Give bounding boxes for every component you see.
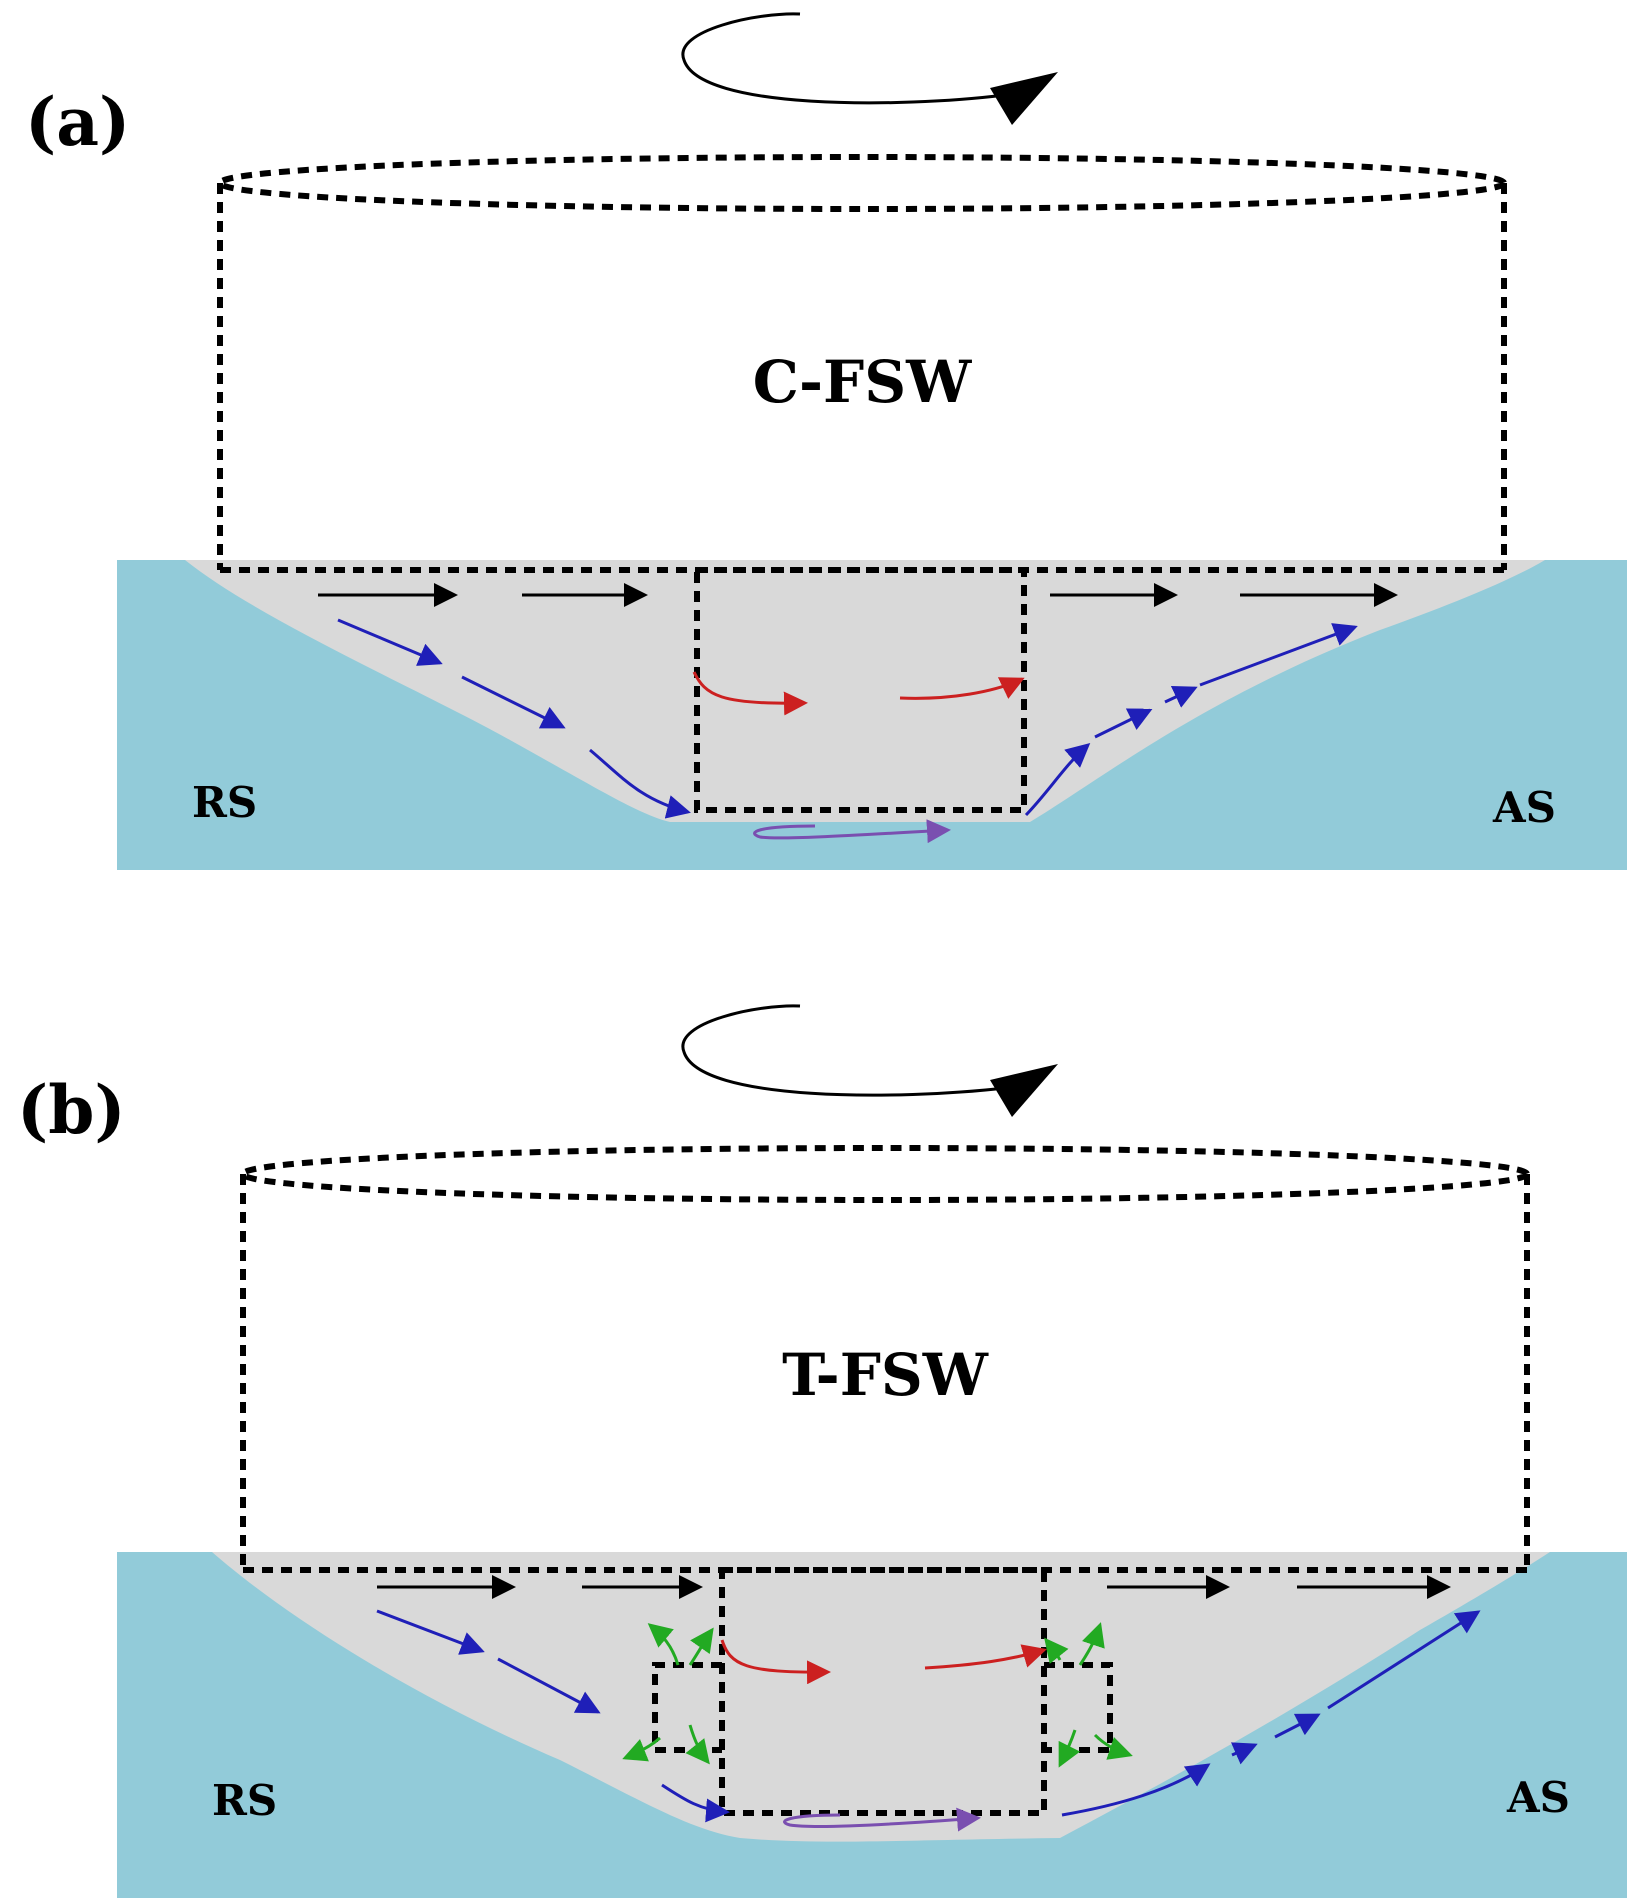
pin-flow-arrows: [720, 1639, 1047, 1685]
bottom-flow-arrow: [753, 819, 951, 844]
advancing-side-label: AS: [1492, 783, 1556, 832]
tool-shoulder: [240, 1145, 1530, 1573]
stir-zone: [185, 560, 1545, 822]
thread-flow-arrows: [622, 1622, 1133, 1768]
side-flow-arrows: [376, 1609, 1481, 1823]
bottom-flow-arrow: [783, 1807, 981, 1832]
tool-label: C-FSW: [753, 348, 972, 416]
panel-a-label: (a): [25, 83, 130, 161]
rotation-arrow-icon: [681, 1004, 1058, 1117]
tool-label: T-FSW: [782, 1341, 989, 1409]
panel-a: (a) C-FSW RS AS: [25, 12, 1627, 870]
retreating-side-label: RS: [212, 1776, 277, 1825]
panel-b-label: (b): [17, 1071, 126, 1149]
tool-pin: [652, 1567, 1113, 1816]
rotation-arrow-icon: [681, 12, 1058, 125]
retreating-side-label: RS: [192, 778, 257, 827]
pin-flow-arrows: [692, 671, 1025, 716]
advancing-side-label: AS: [1506, 1773, 1570, 1822]
side-flow-arrows: [337, 618, 1358, 819]
stir-zone: [212, 1552, 1550, 1842]
panel-b: (b) T-FSW RS AS: [17, 1004, 1627, 1898]
tool-shoulder: [217, 154, 1507, 573]
